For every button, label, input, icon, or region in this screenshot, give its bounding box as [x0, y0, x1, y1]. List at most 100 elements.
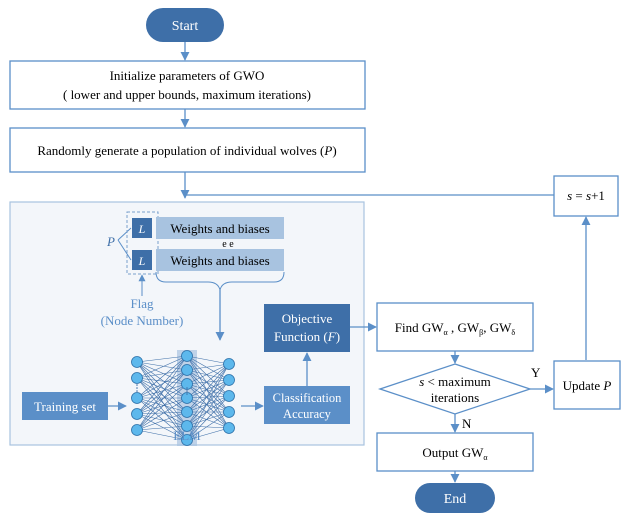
- output-node: [223, 390, 235, 402]
- init-line2: ( lower and upper bounds, maximum iterat…: [63, 87, 311, 102]
- l-box-1: [132, 218, 152, 238]
- elm-edge: [136, 383, 188, 415]
- find-label: Find GWα , GWβ, GWδ: [395, 320, 516, 337]
- objective-line2: Function (F): [274, 329, 340, 344]
- output-node: [223, 406, 235, 418]
- objective-line1: Objective: [282, 311, 333, 326]
- elm-edge: [136, 425, 188, 431]
- generate-box: [9, 127, 366, 173]
- output-box: [376, 432, 534, 472]
- elm-edge: [186, 395, 230, 427]
- hidden-node: [181, 350, 193, 362]
- end-terminal: [415, 483, 495, 513]
- elm-edge: [136, 397, 188, 431]
- elm-edge: [186, 395, 230, 399]
- elm-ellipsis-dot: [186, 393, 188, 395]
- elm-edge: [186, 363, 230, 413]
- elm-edge: [186, 369, 230, 413]
- update-s-label: s = s+1: [567, 188, 605, 203]
- update-p-label: Update P: [563, 378, 612, 393]
- elm-ellipsis-dot: [186, 387, 188, 389]
- elm-edge: [186, 369, 230, 429]
- weights-row-1: [156, 217, 284, 239]
- output-node: [223, 374, 235, 386]
- elm-edge: [136, 369, 188, 379]
- input-node: [131, 392, 143, 404]
- elm-edge: [186, 363, 230, 441]
- hidden-node: [181, 392, 193, 404]
- start-label: Start: [172, 19, 199, 34]
- elm-edge: [186, 411, 230, 441]
- no-label: N: [462, 416, 472, 431]
- decision-line1: s < maximum: [419, 374, 491, 389]
- input-node: [131, 372, 143, 384]
- elm-edge: [186, 383, 230, 429]
- elm-edge: [136, 377, 188, 413]
- elm-edge: [136, 411, 188, 431]
- elm-edge: [186, 425, 230, 429]
- elm-edge: [136, 397, 188, 415]
- elm-edge: [136, 377, 188, 385]
- init-line1: Initialize parameters of GWO: [110, 68, 265, 83]
- elm-label: ELM: [173, 428, 201, 443]
- hidden-node: [181, 420, 193, 432]
- elm-edge: [136, 377, 188, 399]
- elm-edge: [136, 355, 188, 363]
- elm-edge: [186, 379, 230, 399]
- l-label-2: L: [138, 254, 146, 268]
- update-s-box: [553, 175, 619, 217]
- elm-edge: [186, 397, 230, 429]
- elm-edge: [186, 411, 230, 427]
- input-node: [131, 408, 143, 420]
- flag-sublabel: (Node Number): [101, 313, 184, 328]
- elm-edge: [186, 355, 230, 381]
- classification-line2: Accuracy: [283, 407, 332, 421]
- elm-edge: [136, 355, 188, 399]
- training-set-label: Training set: [34, 399, 96, 414]
- training-set-box: [22, 392, 108, 420]
- elm-ellipsis-dot: [136, 390, 138, 392]
- elm-edge: [186, 379, 230, 427]
- elm-edge: [186, 379, 230, 413]
- elm-ellipsis-dot: [136, 387, 138, 389]
- l-box-2: [132, 250, 152, 270]
- decision-line2: iterations: [431, 390, 479, 405]
- elm-edge: [186, 379, 230, 385]
- elm-edge: [186, 363, 230, 399]
- elm-edge: [136, 383, 188, 399]
- elm-edge: [186, 363, 230, 385]
- yes-label: Y: [531, 365, 541, 380]
- l-label-1: L: [138, 222, 146, 236]
- elm-edge: [136, 369, 188, 415]
- elm-edge: [136, 429, 188, 441]
- elm-edge: [186, 363, 230, 371]
- weights-label-2: Weights and biases: [170, 253, 269, 268]
- elm-edge: [186, 363, 230, 427]
- output-label: Output GWα: [422, 445, 488, 462]
- elm-edge: [186, 379, 230, 441]
- decision-diamond: [377, 363, 533, 415]
- elm-edge: [136, 355, 188, 415]
- elm-edge: [136, 377, 188, 441]
- input-node: [131, 424, 143, 436]
- elm-edge: [186, 355, 230, 397]
- generate-label: Randomly generate a population of indivi…: [37, 143, 336, 158]
- elm-edge: [136, 383, 188, 431]
- elm-edge: [186, 411, 230, 429]
- hidden-node: [181, 406, 193, 418]
- elm-ellipsis-dot: [136, 384, 138, 386]
- elm-edge: [136, 369, 188, 431]
- elm-edge: [136, 355, 188, 379]
- elm-edge: [186, 397, 230, 413]
- elm-ellipsis-dot: [186, 390, 188, 392]
- elm-network: [131, 350, 235, 446]
- elm-edge: [186, 395, 230, 413]
- elm-edge: [136, 369, 188, 399]
- init-box: [9, 60, 366, 110]
- elm-edge: [136, 411, 188, 415]
- hidden-node: [181, 364, 193, 376]
- ellipsis: e e: [222, 239, 234, 250]
- elm-edge: [136, 397, 188, 427]
- elm-edge: [136, 413, 188, 427]
